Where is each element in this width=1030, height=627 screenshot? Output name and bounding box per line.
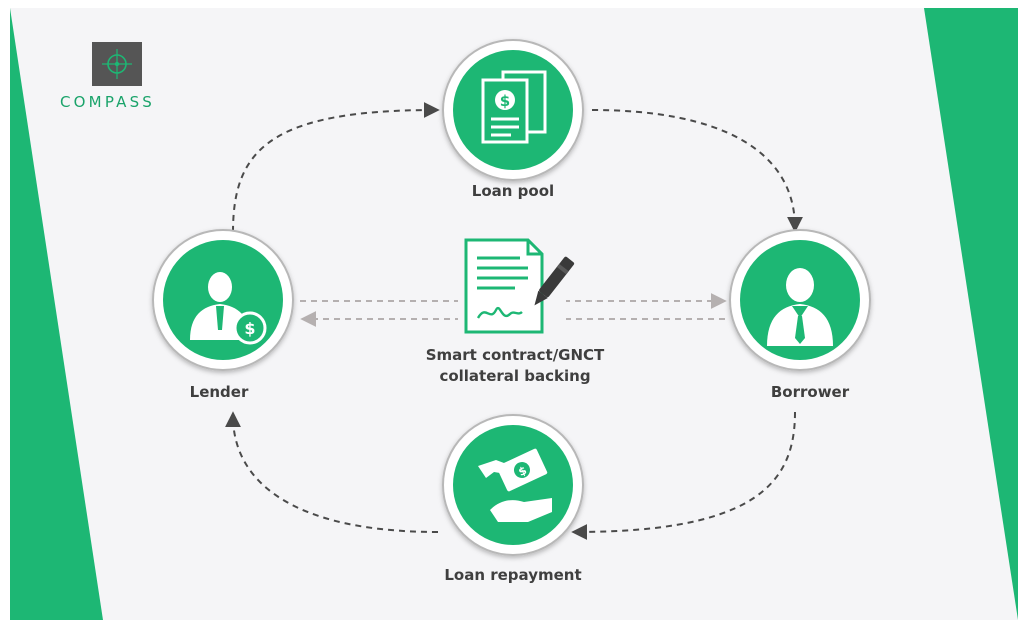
brand-name: COMPASS xyxy=(60,93,156,111)
arrow-lender-to-loan-pool xyxy=(232,102,440,233)
hand-receiving-money-icon: $ xyxy=(478,448,552,522)
borrower-label: Borrower xyxy=(770,383,850,401)
signed-contract-pen-icon xyxy=(458,236,575,336)
loan-pool-label: Loan pool xyxy=(471,182,555,200)
smart-contract-label-line1: Smart contract/GNCT xyxy=(425,346,605,364)
loan-pool-node: $ xyxy=(442,39,584,181)
smart-contract-label: Smart contract/GNCT collateral backing xyxy=(395,345,635,387)
svg-text:$: $ xyxy=(244,319,255,338)
lender-node: $ xyxy=(152,229,294,371)
compass-logo-icon xyxy=(92,42,142,86)
loan-repayment-label: Loan repayment xyxy=(444,566,582,584)
businessman-icon xyxy=(767,268,833,346)
arrow-loan-pool-to-borrower xyxy=(591,109,803,233)
loan-repayment-node: $ xyxy=(442,414,584,556)
arrow-borrower-to-repayment xyxy=(571,411,796,540)
businessman-dollar-icon: $ xyxy=(190,272,267,345)
right-green-band xyxy=(924,8,1018,620)
svg-text:$: $ xyxy=(500,92,510,110)
lender-label: Lender xyxy=(189,383,249,401)
loan-document-dollar-icon: $ xyxy=(481,70,547,144)
borrower-node xyxy=(729,229,871,371)
smart-contract-label-line2: collateral backing xyxy=(439,367,591,385)
left-green-band xyxy=(10,8,103,620)
